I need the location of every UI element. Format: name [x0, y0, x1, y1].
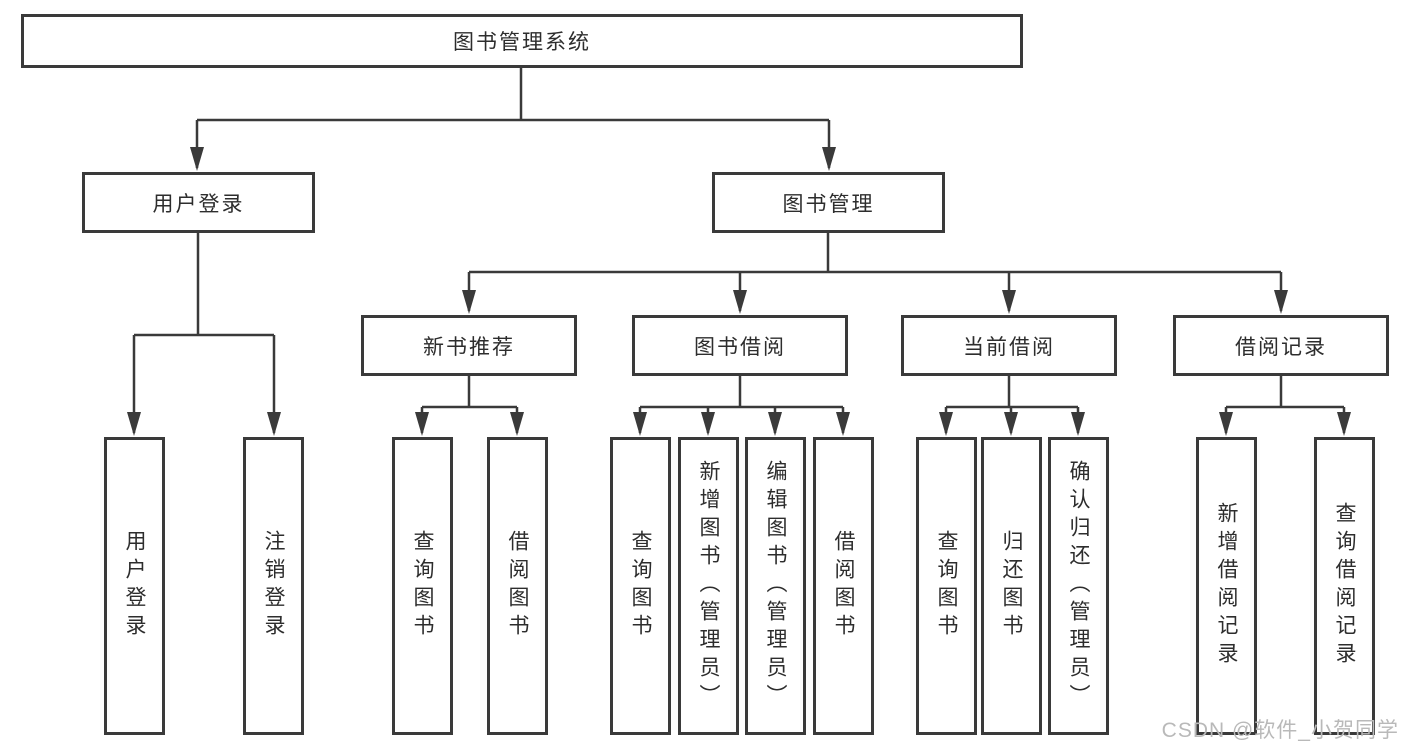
node-label: 归还图书	[1000, 530, 1023, 642]
leaf-add-books-admin: 新增图书（管理员）	[678, 437, 739, 735]
arrowhead-icons	[127, 147, 1351, 436]
leaf-add-borrow-record: 新增借阅记录	[1196, 437, 1257, 735]
node-label: 查询图书	[935, 530, 958, 642]
leaf-query-books-recommend: 查询图书	[392, 437, 453, 735]
leaf-borrow-books: 借阅图书	[813, 437, 874, 735]
node-library-system: 图书管理系统	[21, 14, 1023, 68]
node-label: 编辑图书（管理员）	[764, 460, 787, 712]
node-book-management: 图书管理	[712, 172, 945, 233]
node-label: 用户登录	[152, 192, 245, 216]
leaf-query-books-current: 查询图书	[916, 437, 977, 735]
leaf-query-borrow-record: 查询借阅记录	[1314, 437, 1375, 735]
leaf-logout: 注销登录	[243, 437, 304, 735]
node-label: 新增借阅记录	[1215, 502, 1238, 670]
node-book-borrow: 图书借阅	[632, 315, 848, 376]
leaf-query-books-borrow: 查询图书	[610, 437, 671, 735]
node-new-book-recommend: 新书推荐	[361, 315, 577, 376]
node-borrow-records: 借阅记录	[1173, 315, 1389, 376]
node-label: 图书借阅	[694, 335, 786, 359]
node-label: 查询图书	[629, 530, 652, 642]
node-label: 借阅图书	[506, 530, 529, 642]
node-label: 查询借阅记录	[1333, 502, 1356, 670]
node-label: 新增图书（管理员）	[697, 460, 720, 712]
node-label: 借阅图书	[832, 530, 855, 642]
node-label: 图书管理系统	[453, 31, 591, 54]
node-label: 查询图书	[411, 530, 434, 642]
leaf-user-login: 用户登录	[104, 437, 165, 735]
node-label: 确认归还（管理员）	[1067, 460, 1090, 712]
leaf-borrow-books-recommend: 借阅图书	[487, 437, 548, 735]
node-label: 新书推荐	[423, 335, 515, 359]
node-label: 用户登录	[123, 530, 146, 642]
node-current-borrow: 当前借阅	[901, 315, 1117, 376]
leaf-edit-books-admin: 编辑图书（管理员）	[745, 437, 806, 735]
node-label: 当前借阅	[963, 335, 1055, 359]
csdn-watermark: CSDN @软件_小贺同学	[1161, 719, 1399, 742]
leaf-return-books: 归还图书	[981, 437, 1042, 735]
node-label: 图书管理	[782, 192, 875, 216]
node-label: 借阅记录	[1235, 335, 1327, 359]
leaf-confirm-return-admin: 确认归还（管理员）	[1048, 437, 1109, 735]
node-label: 注销登录	[262, 530, 285, 642]
node-user-login: 用户登录	[82, 172, 315, 233]
